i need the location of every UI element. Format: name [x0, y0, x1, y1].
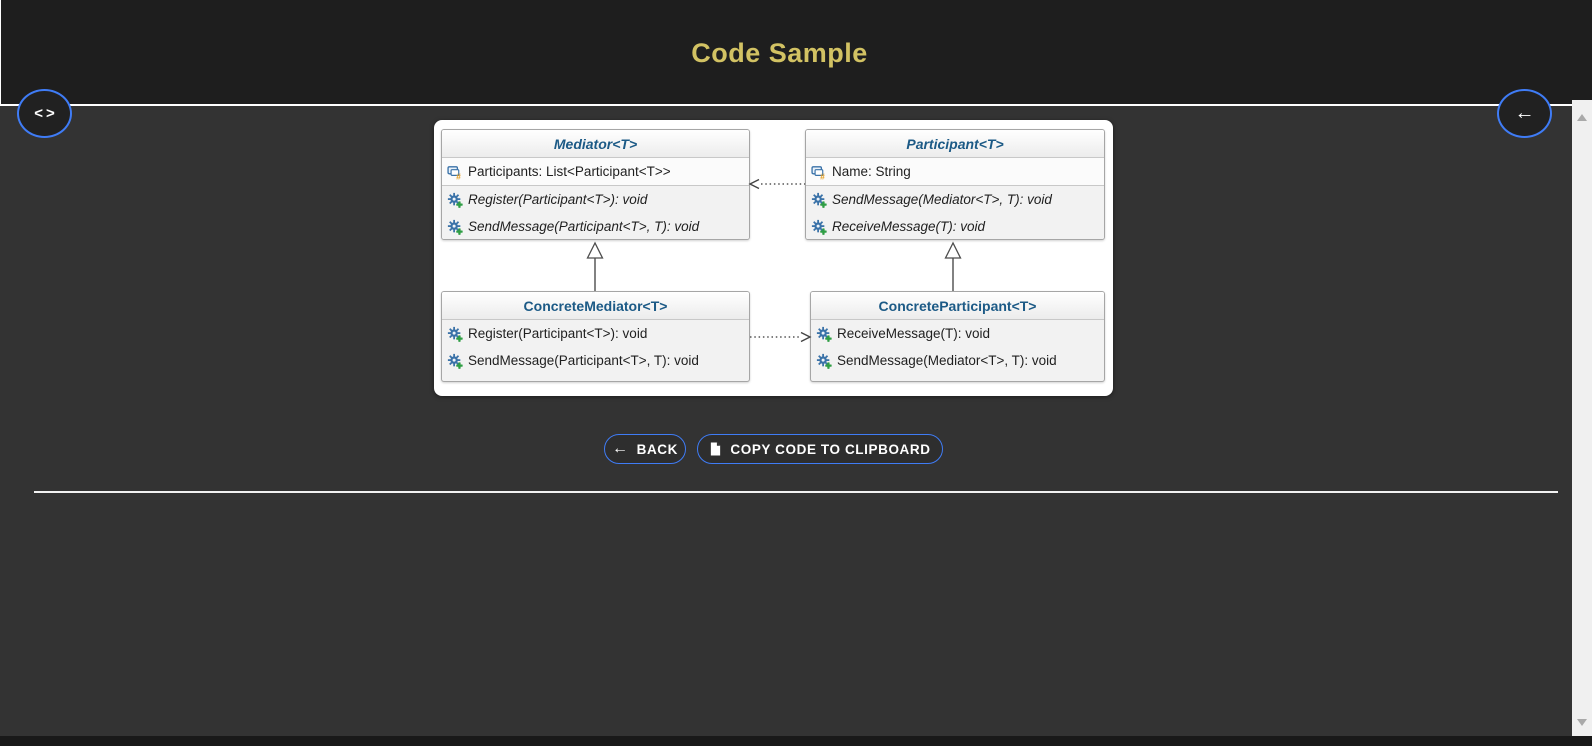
uml-diagram-panel: Mediator<T> # Participants: List<Partici… — [434, 120, 1113, 396]
field-text: Name: String — [832, 164, 911, 179]
class-box-concrete-participant: ConcreteParticipant<T> ReceiveMessage(T)… — [810, 291, 1105, 382]
copy-code-button-label: COPY CODE TO CLIPBOARD — [730, 441, 931, 457]
method-icon — [811, 192, 827, 208]
page-title: Code Sample — [691, 37, 868, 68]
method-text: SendMessage(Mediator<T>, T): void — [832, 192, 1052, 207]
field-text: Participants: List<Participant<T>> — [468, 164, 671, 179]
bottom-edge — [0, 736, 1592, 746]
copy-code-button[interactable]: COPY CODE TO CLIPBOARD — [697, 434, 943, 464]
scroll-up-icon[interactable] — [1577, 114, 1587, 121]
method-text: SendMessage(Mediator<T>, T): void — [837, 353, 1057, 368]
method-row: ReceiveMessage(T): void — [806, 213, 1104, 239]
method-text: SendMessage(Participant<T>, T): void — [468, 353, 699, 368]
method-icon — [447, 353, 463, 369]
method-row: SendMessage(Participant<T>, T): void — [442, 213, 749, 239]
method-row: SendMessage(Participant<T>, T): void — [442, 347, 749, 374]
methods-section: Register(Participant<T>): void SendMessa… — [442, 185, 749, 239]
method-row: ReceiveMessage(T): void — [811, 320, 1104, 347]
method-row: Register(Participant<T>): void — [442, 320, 749, 347]
methods-section: SendMessage(Mediator<T>, T): void Receiv… — [806, 185, 1104, 239]
method-icon — [447, 219, 463, 235]
method-row: SendMessage(Mediator<T>, T): void — [811, 347, 1104, 374]
scroll-down-icon[interactable] — [1577, 719, 1587, 726]
method-row: Register(Participant<T>): void — [442, 186, 749, 213]
method-text: ReceiveMessage(T): void — [837, 326, 991, 341]
vertical-scrollbar[interactable] — [1572, 100, 1592, 736]
class-box-participant: Participant<T> # Name: String SendMessag… — [805, 129, 1105, 240]
arrow-left-icon: ← — [1514, 102, 1535, 124]
document-copy-icon — [711, 442, 721, 456]
method-text: Register(Participant<T>): void — [468, 192, 648, 207]
field-row: # Name: String — [806, 158, 1104, 185]
code-brackets-icon: <> — [34, 105, 58, 122]
fields-section: # Participants: List<Participant<T>> — [442, 157, 749, 185]
back-button-label: BACK — [636, 441, 678, 457]
back-fab[interactable]: ← — [1497, 89, 1552, 138]
field-row: # Participants: List<Participant<T>> — [442, 158, 749, 185]
methods-section: Register(Participant<T>): void SendMessa… — [442, 319, 749, 374]
section-divider — [34, 491, 1558, 493]
arrow-left-icon: ← — [611, 439, 629, 457]
class-title: ConcreteMediator<T> — [442, 292, 749, 319]
class-title: Mediator<T> — [442, 130, 749, 157]
fields-section: # Name: String — [806, 157, 1104, 185]
methods-section: ReceiveMessage(T): void SendMessage(Medi… — [811, 319, 1104, 374]
header: Code Sample — [0, 0, 1592, 106]
method-row: SendMessage(Mediator<T>, T): void — [806, 186, 1104, 213]
method-icon — [447, 326, 463, 342]
back-button[interactable]: ← BACK — [604, 434, 686, 464]
class-box-mediator: Mediator<T> # Participants: List<Partici… — [441, 129, 750, 240]
field-icon: # — [447, 165, 461, 180]
view-code-fab[interactable]: <> — [17, 89, 72, 138]
field-icon: # — [811, 165, 825, 180]
class-title: Participant<T> — [806, 130, 1104, 157]
method-text: Register(Participant<T>): void — [468, 326, 648, 341]
method-text: SendMessage(Participant<T>, T): void — [468, 219, 700, 234]
svg-text:#: # — [456, 171, 461, 180]
method-icon — [816, 353, 832, 369]
class-title: ConcreteParticipant<T> — [811, 292, 1104, 319]
method-icon — [811, 219, 827, 235]
method-icon — [816, 326, 832, 342]
method-text: ReceiveMessage(T): void — [832, 219, 986, 234]
method-icon — [447, 192, 463, 208]
svg-text:#: # — [820, 171, 825, 180]
class-box-concrete-mediator: ConcreteMediator<T> Register(Participant… — [441, 291, 750, 382]
